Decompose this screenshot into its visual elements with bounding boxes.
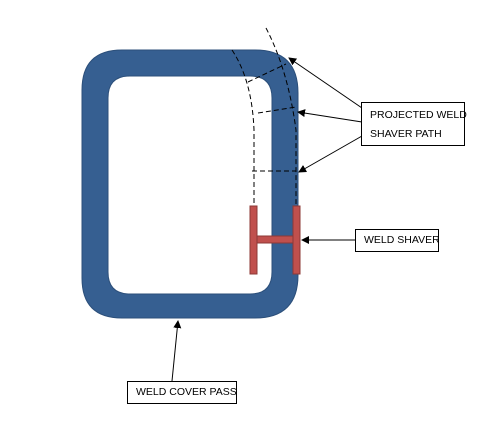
weld-cover-pass-label: WELD COVER PASS	[127, 381, 237, 404]
weld-shaver-right-bar	[292, 205, 301, 275]
projected-shaver-path	[231, 27, 297, 204]
projected-weld-shaver-path-label: PROJECTED WELD SHAVER PATH	[361, 102, 467, 146]
arrow-projected-path-mid	[297, 109, 363, 123]
weld-shaver	[249, 205, 301, 275]
weld-shaver-left-bar	[249, 205, 258, 275]
callout-arrows	[171, 57, 363, 382]
weld-shaver-crossbar	[256, 235, 294, 244]
arrow-projected-path-bottom	[298, 135, 363, 173]
projected-path-inner-curve	[231, 49, 255, 204]
projected-path-top-cross	[247, 63, 287, 83]
projected-path-label-line2: SHAVER PATH	[370, 128, 442, 140]
projected-path-outer-curve	[265, 27, 297, 204]
arrow-projected-path-top	[288, 57, 363, 109]
weld-cover-pass-ring	[81, 49, 299, 319]
arrow-weld-cover-pass	[171, 320, 182, 382]
weld-shaver-label: WELD SHAVER	[355, 229, 440, 252]
projected-path-mid-cross	[257, 106, 297, 114]
projected-path-label-line1: PROJECTED WELD	[370, 109, 467, 121]
